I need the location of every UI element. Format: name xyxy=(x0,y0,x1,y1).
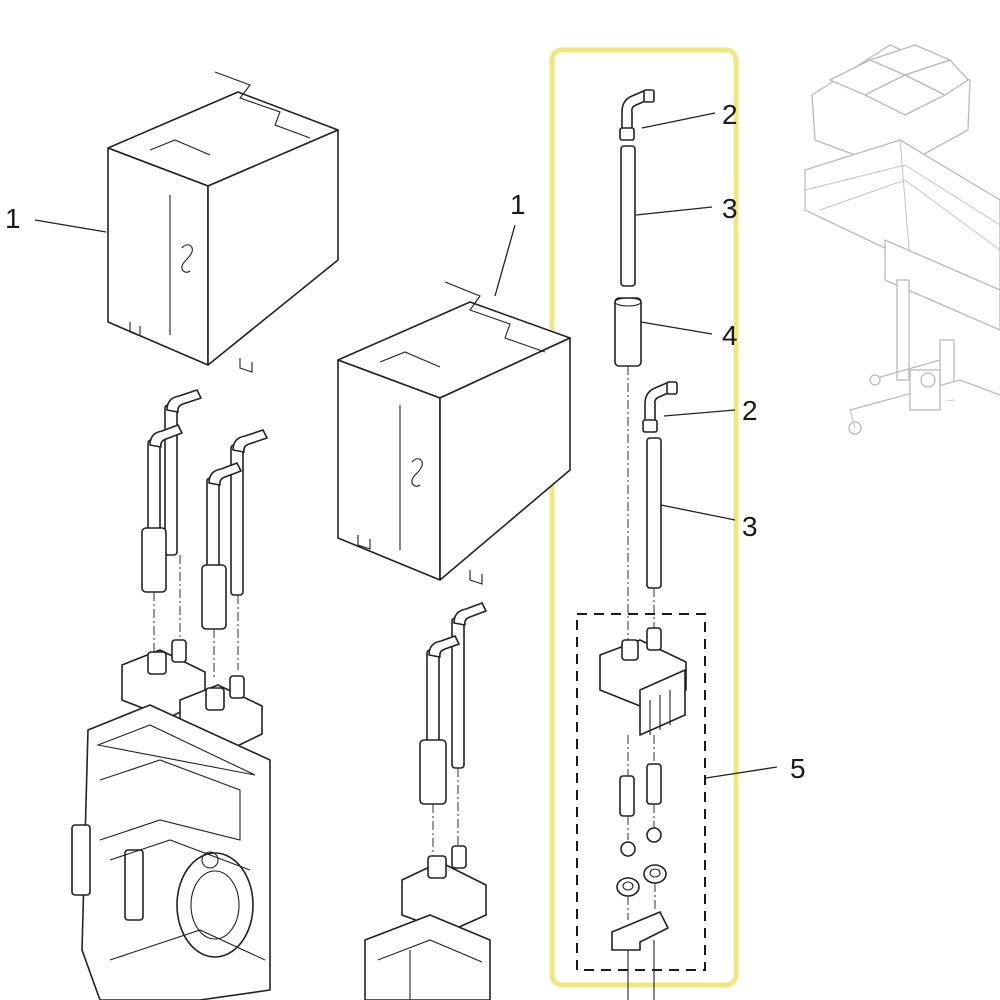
callout-tube-lower: 3 xyxy=(742,511,758,542)
damper-assembly xyxy=(576,613,706,1000)
callout-ink-pack-left: 1 xyxy=(5,203,21,234)
tube-upper xyxy=(620,145,636,287)
highlight-frame xyxy=(549,47,739,988)
callout-ink-pack-center: 1 xyxy=(510,189,526,220)
ink-pack-center xyxy=(337,281,571,585)
callout-damper-assembly: 5 xyxy=(790,753,806,784)
elbow-fitting-upper xyxy=(619,89,655,141)
left-tube-set xyxy=(141,389,268,680)
ink-pack-left xyxy=(107,71,339,373)
tube-lower xyxy=(646,437,662,589)
callout-tube-upper: 3 xyxy=(722,193,738,224)
center-carriage-assembly xyxy=(364,602,491,1000)
callout-sleeve: 4 xyxy=(722,320,738,351)
callout-elbow-upper: 2 xyxy=(722,99,738,130)
leader-lines xyxy=(34,112,778,779)
printer-overview-thumbnail xyxy=(804,44,1000,435)
elbow-fitting-lower xyxy=(642,381,678,433)
left-carriage-assembly xyxy=(71,639,271,1000)
callout-elbow-lower: 2 xyxy=(742,395,758,426)
sleeve xyxy=(614,297,642,367)
